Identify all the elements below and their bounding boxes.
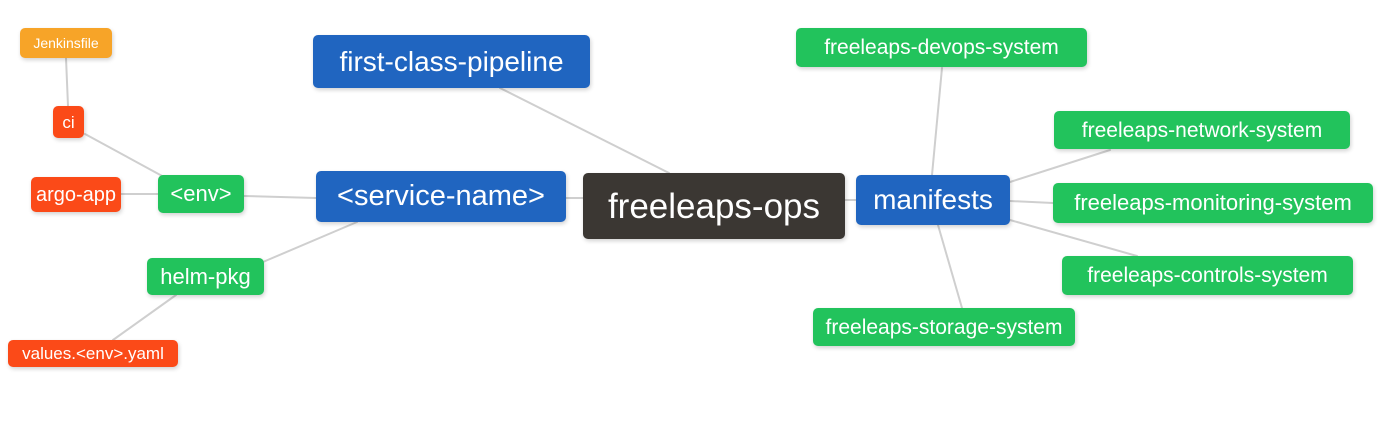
edge-manifests-controls-system bbox=[1009, 219, 1138, 257]
node-freeleaps-ops-root[interactable]: freeleaps-ops bbox=[583, 173, 845, 239]
node-freeleaps-storage-system[interactable]: freeleaps-storage-system bbox=[813, 308, 1075, 346]
edge-jenkinsfile-ci bbox=[65, 57, 69, 107]
edge-ci-env bbox=[84, 133, 165, 178]
node-freeleaps-devops-system[interactable]: freeleaps-devops-system bbox=[796, 28, 1087, 67]
node-manifests[interactable]: manifests bbox=[856, 175, 1010, 225]
node-freeleaps-monitoring-system[interactable]: freeleaps-monitoring-system bbox=[1053, 183, 1373, 223]
edge-manifests-storage-system bbox=[937, 224, 963, 309]
node-jenkinsfile[interactable]: Jenkinsfile bbox=[20, 28, 112, 58]
edge-manifests-monitoring-system bbox=[1009, 200, 1054, 204]
node-freeleaps-controls-system[interactable]: freeleaps-controls-system bbox=[1062, 256, 1353, 295]
node-argo-app[interactable]: argo-app bbox=[31, 177, 121, 212]
edge-manifests-devops-system bbox=[931, 67, 943, 176]
node-first-class-pipeline[interactable]: first-class-pipeline bbox=[313, 35, 590, 88]
edge-env-service-name bbox=[243, 195, 317, 199]
edge-pipeline-root bbox=[499, 87, 670, 174]
node-values-env-yaml[interactable]: values.<env>.yaml bbox=[8, 340, 178, 367]
edge-values-helm-pkg bbox=[112, 294, 177, 341]
node-ci[interactable]: ci bbox=[53, 106, 84, 138]
node-helm-pkg[interactable]: helm-pkg bbox=[147, 258, 264, 295]
node-env[interactable]: <env> bbox=[158, 175, 244, 213]
node-service-name[interactable]: <service-name> bbox=[316, 171, 566, 222]
node-freeleaps-network-system[interactable]: freeleaps-network-system bbox=[1054, 111, 1350, 149]
edge-helm-pkg-service-name bbox=[262, 221, 358, 263]
edge-manifests-network-system bbox=[1009, 149, 1111, 183]
